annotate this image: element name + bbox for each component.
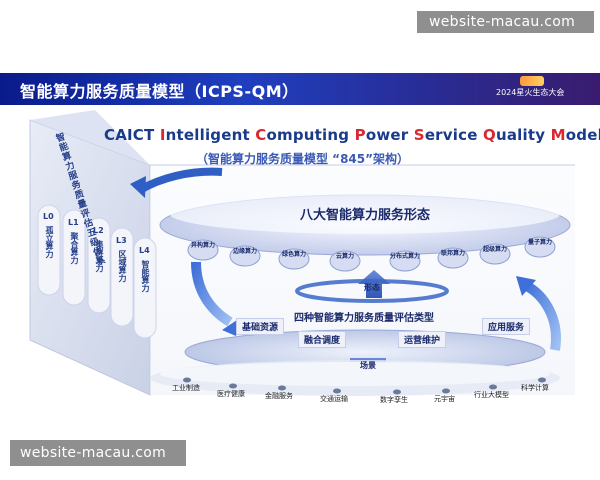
level-code: L3 [116, 236, 127, 245]
form-chip-label: 云算力 [335, 253, 354, 260]
type-label: 应用服务 [482, 318, 531, 335]
domain-label: 元宇宙 [434, 395, 455, 403]
watermark-bottom: website-macau.com [10, 440, 186, 466]
domain-label: 医疗健康 [217, 390, 245, 398]
type-label: 运营维护 [398, 331, 447, 348]
domain-label: 数字孪生 [380, 396, 408, 404]
level-name: 聚合算力 [70, 232, 79, 264]
middle-layer-title: 四种智能算力服务质量评估类型 [294, 313, 434, 324]
curve-arrow-top [137, 167, 223, 194]
level-name: 孤立算力 [45, 226, 54, 258]
down-arrow-label: 场景 [360, 361, 376, 370]
english-title: CAICT Intelligent Computing Power Servic… [104, 126, 600, 144]
chinese-subtitle: （智能算力服务质量模型 “845”架构） [196, 152, 410, 166]
center-ring [295, 279, 449, 303]
domain-label: 交通运输 [320, 395, 348, 403]
level-code: L2 [93, 226, 104, 235]
form-chips [187, 236, 556, 272]
curve-arrow-left [191, 261, 233, 327]
watermark-top: website-macau.com [417, 11, 594, 33]
type-label: 融合调度 [298, 331, 347, 348]
form-chip-label: 量子算力 [527, 239, 552, 246]
domain-label: 行业大模型 [474, 391, 509, 399]
form-chip-label: 分布式算力 [390, 253, 421, 260]
level-code: L0 [43, 212, 54, 221]
main-panel-top [95, 110, 575, 165]
domain-label: 工业制造 [172, 384, 200, 392]
domain-label: 金融服务 [265, 392, 293, 400]
form-chip-label: 异构算力 [190, 242, 215, 249]
level-code: L4 [139, 246, 150, 255]
domain-dots [183, 377, 546, 395]
form-chip-label: 超级算力 [482, 246, 507, 253]
slide-title: 智能算力服务质量模型（ICPS-QM） [20, 82, 299, 101]
event-name: 2024星火生态大会 [496, 88, 565, 97]
event-logo-icon [520, 76, 544, 86]
level-pills [37, 204, 157, 339]
form-chip-label: 联邦算力 [440, 250, 465, 257]
level-name: 智能算力 [141, 260, 150, 292]
up-arrow [358, 270, 390, 298]
slide-header: 智能算力服务质量模型（ICPS-QM） 2024星火生态大会 [0, 73, 600, 105]
type-label: 基础资源 [236, 318, 285, 335]
top-layer-title: 八大智能算力服务形态 [300, 208, 431, 223]
curve-arrow-right [522, 280, 561, 351]
level-name: 区域算力 [118, 250, 127, 282]
level-code: L1 [68, 218, 79, 227]
domain-label: 科学计算 [521, 384, 549, 392]
up-arrow-label: 形态 [364, 283, 380, 292]
level-name: 集群算力 [95, 240, 104, 272]
form-chip-label: 绿色算力 [281, 251, 306, 258]
form-chip-label: 边缘算力 [232, 248, 257, 255]
